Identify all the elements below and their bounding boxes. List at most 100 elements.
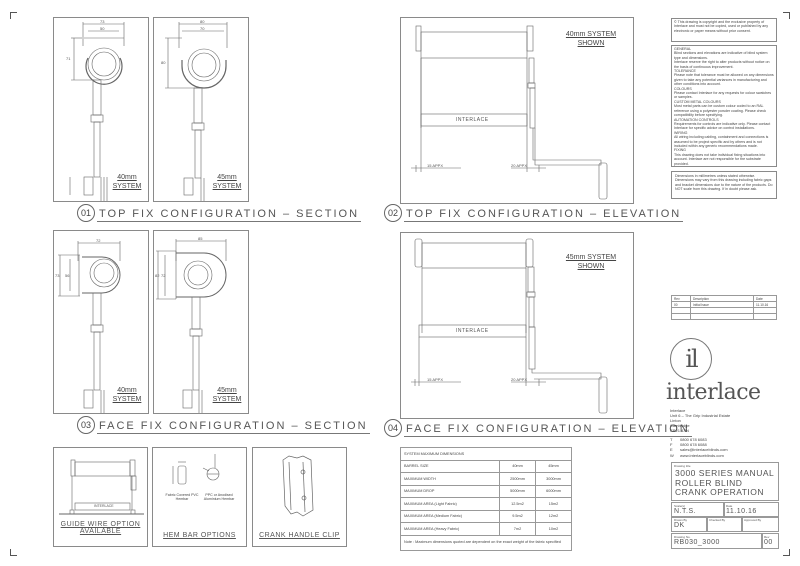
- corner-mark-tl: [10, 12, 17, 19]
- general-note: Most metal parts can be custom colour co…: [674, 104, 767, 118]
- value-45mm: 10m2: [534, 522, 573, 536]
- general-note: This drawing does not take individual fi…: [674, 152, 766, 166]
- revision-box: Rev 00: [761, 533, 779, 549]
- value-40mm: 9.5m2: [499, 509, 536, 523]
- view-title-text: TOP FIX CONFIGURATION – ELEVATION: [404, 208, 684, 222]
- row-label: MAXIMUM WIDTH: [400, 472, 500, 486]
- drawn-by-label: Drawn By: [674, 518, 688, 522]
- view-04-title: 04 FACE FIX CONFIGURATION – ELEVATION: [384, 419, 692, 437]
- drawn-by-value: DK: [674, 522, 685, 529]
- dim-inner-height: 56: [65, 273, 70, 278]
- section-drawing-45mm-facefix: [156, 239, 227, 413]
- address-line: Linton: [670, 418, 681, 423]
- hem-bar-drawing: [172, 454, 220, 485]
- crank-handle-clip-panel: CRANK HANDLE CLIP: [252, 447, 347, 547]
- checked-by-label: Checked By: [709, 518, 726, 522]
- value-40mm: 12.5m2: [499, 497, 536, 511]
- value-45mm: 6000mm: [534, 484, 573, 498]
- row-label: MAXIMUM AREA (Heavy Fabric): [400, 522, 500, 536]
- general-note: Please note that tolerance must be allow…: [674, 73, 774, 87]
- drawing-title-label: Drawing title: [674, 464, 691, 468]
- dim-outer-width: 72: [96, 238, 101, 243]
- company-address: Interlace Unit 6 – The Grip Industrial E…: [670, 408, 730, 433]
- elevation-drawing-facefix: [411, 238, 608, 414]
- general-note: Please contact Interlace for any request…: [674, 91, 772, 100]
- approved-by-box: Approved By: [741, 516, 779, 532]
- view-title-text: TOP FIX CONFIGURATION – SECTION: [97, 208, 362, 222]
- section-drawing-40mm-topfix: [69, 22, 125, 201]
- row-label: MAXIMUM AREA (Light Fabric): [400, 497, 500, 511]
- view-number-badge: 02: [384, 204, 402, 222]
- dim-left: 15 APPX: [427, 377, 444, 382]
- general-note-heading: CUSTOM METAL COLOURS: [674, 99, 721, 104]
- revision-label: Rev: [764, 535, 770, 539]
- date-label: Date: [726, 504, 733, 508]
- brand-bar-label: INTERLACE: [456, 117, 489, 123]
- table-note-row: Note : Maximum dimensions quoted are dep…: [400, 534, 572, 551]
- dim-height: 71: [66, 56, 71, 61]
- elevation-drawing-topfix: [411, 25, 608, 200]
- view-number-badge: 03: [77, 416, 95, 434]
- logo-mark-text: il: [685, 345, 698, 373]
- corner-mark-tr: [783, 12, 790, 19]
- dim-height: 82: [155, 273, 160, 278]
- copyright-note-box: © This drawing is copyright and the excl…: [671, 18, 777, 42]
- dim-right: 20 APPX: [511, 377, 528, 382]
- view-number-badge: 04: [384, 419, 402, 437]
- table-heading-row: SYSTEM MAXIMUM DIMENSIONS: [400, 447, 572, 461]
- general-note: Requirements for controls are indicative…: [674, 121, 771, 131]
- drawing-number-box: Drawing No. RB030_3000: [671, 533, 763, 549]
- section-drawing-40mm-facefix: [58, 241, 121, 413]
- address-line: Unit 6 – The Grip Industrial Estate: [670, 413, 731, 418]
- hem-bar-item-pvc: Fabric Covered PVC Hembar: [165, 493, 199, 502]
- value-45mm: 45mm: [534, 459, 573, 473]
- scale-box: Scale(s) N.T.S.: [671, 502, 725, 518]
- interlace-logo-mark: il: [670, 338, 712, 380]
- dim-left: 15 APPX: [427, 163, 444, 168]
- hem-bar-options-panel: Fabric Covered PVC Hembar PPC or Anodise…: [152, 447, 247, 547]
- address-line: Interlace: [670, 408, 686, 413]
- drawn-by-box: Drawn By DK: [671, 516, 708, 532]
- view-title-text: FACE FIX CONFIGURATION – SECTION: [97, 420, 370, 434]
- scale-label: Scale(s): [674, 504, 686, 508]
- view-02-title: 02 TOP FIX CONFIGURATION – ELEVATION: [384, 204, 684, 222]
- dim-inner-height: 72: [161, 273, 166, 278]
- dim-outer-width: 80: [200, 19, 205, 24]
- dim-outer-width: 85: [198, 236, 203, 241]
- scale-value: N.T.S.: [674, 508, 697, 515]
- section-drawing-45mm-topfix: [165, 22, 228, 201]
- general-note-heading: TOLERANCE: [674, 69, 696, 74]
- dim-height: 73: [55, 273, 60, 278]
- view-01-title: 01 TOP FIX CONFIGURATION – SECTION: [77, 204, 362, 222]
- view-03-title: 03 FACE FIX CONFIGURATION – SECTION: [77, 416, 370, 434]
- value-40mm: 2500mm: [499, 472, 536, 486]
- drawing-number-value: RB030_3000: [674, 539, 720, 546]
- corner-mark-bl: [10, 549, 17, 556]
- table-row: [671, 313, 777, 320]
- address-line: Cambridge: [670, 423, 690, 428]
- drawing-title-box: Drawing title 3000 SERIES MANUAL ROLLER …: [671, 462, 779, 501]
- hem-bar-item-aluminium: PPC or Anodised Aluminium Hembar: [203, 493, 235, 502]
- dim-outer-width: 73: [100, 19, 105, 24]
- revision-value: 00: [764, 539, 773, 546]
- row-label: MAXIMUM DROP: [400, 484, 500, 498]
